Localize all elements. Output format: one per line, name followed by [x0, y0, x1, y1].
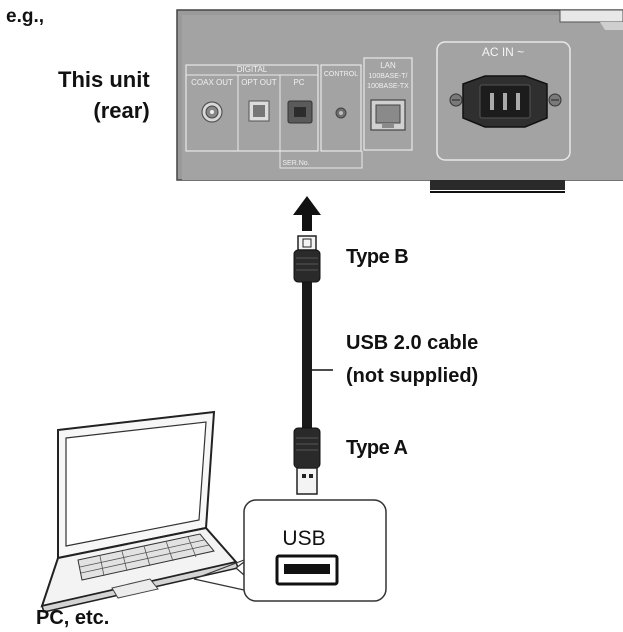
- cable-label-line1: USB 2.0 cable: [346, 332, 479, 354]
- type-b-label: Type B: [346, 246, 409, 268]
- usb-port-label: USB: [282, 527, 325, 550]
- unit-label-line1: This unit: [58, 67, 150, 92]
- lan-label-line1: LAN: [380, 61, 396, 70]
- lan-jack-icon: [370, 99, 406, 131]
- lan-label-line3: 100BASE-TX: [367, 83, 409, 90]
- port-label-control: CONTROL: [324, 71, 358, 78]
- lan-label-line2: 100BASE-T/: [369, 73, 408, 80]
- usb-port-callout: USB: [193, 499, 387, 602]
- laptop-icon: [40, 410, 239, 613]
- digital-group-label: DIGITAL: [237, 65, 268, 74]
- ac-socket-icon: [449, 75, 562, 128]
- usb-type-b-plug-icon: [293, 235, 321, 283]
- usb-port-icon: [275, 554, 339, 586]
- serial-number-label: SER.No.: [282, 160, 309, 167]
- port-label-opt-out: OPT OUT: [241, 78, 277, 87]
- control-jack: [335, 107, 347, 119]
- coax-out-jack: [201, 101, 223, 123]
- port-label-coax-out: COAX OUT: [191, 78, 233, 87]
- opt-out-jack: [248, 100, 270, 122]
- port-label-pc: PC: [293, 78, 304, 87]
- type-a-label: Type A: [346, 437, 408, 459]
- unit-label-line2: (rear): [93, 98, 150, 123]
- pc-label: PC, etc.: [36, 607, 110, 629]
- cable-label-line2: (not supplied): [346, 365, 479, 387]
- unit-rear-panel: DIGITAL COAX OUT OPT OUT PC CONTROL LAN …: [176, 9, 623, 193]
- ac-in-label: AC IN ~: [482, 45, 524, 59]
- example-label: e.g.,: [6, 6, 45, 27]
- arrow-up-icon: [293, 196, 321, 231]
- pc-usb-b-jack: [287, 100, 313, 124]
- usb-type-a-plug-icon: [293, 427, 321, 495]
- unit-label: This unit (rear): [58, 64, 150, 126]
- usb-cable: [302, 278, 333, 430]
- cable-label: USB 2.0 cable (not supplied): [346, 327, 478, 393]
